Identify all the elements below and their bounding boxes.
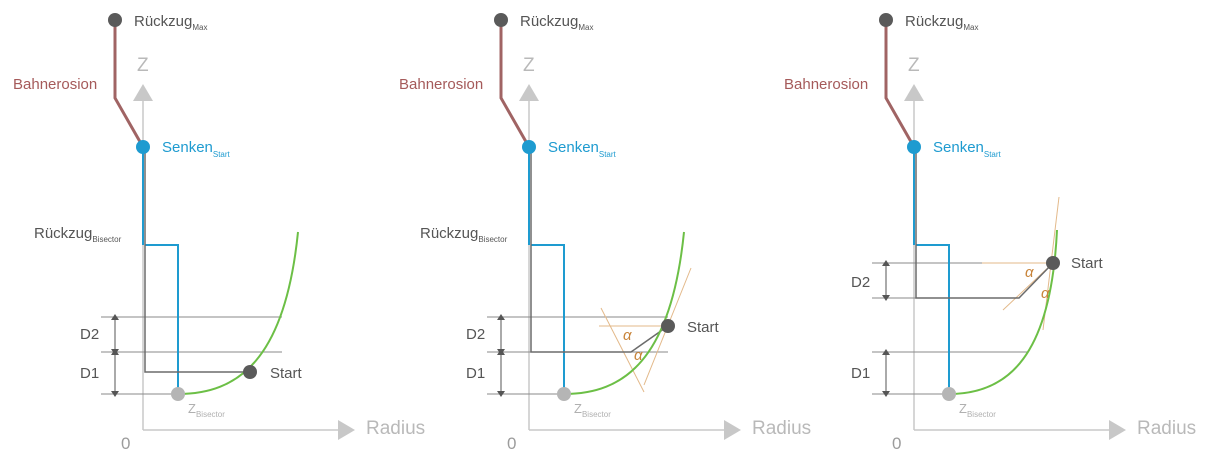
origin-label: 0: [892, 434, 901, 453]
rueckzug-max-label: RückzugMax: [134, 13, 207, 32]
radius-axis-label: Radius: [366, 418, 425, 439]
bahnerosion-label: Bahnerosion: [399, 76, 483, 93]
start-label: Start: [1071, 255, 1104, 272]
panel-2: RückzugMax Bahnerosion Z SenkenStart Rüc…: [399, 11, 811, 453]
alpha-lower-label: α: [634, 347, 643, 364]
alpha-upper-label: α: [623, 327, 632, 344]
d1-label: D1: [80, 365, 99, 382]
start-label: Start: [270, 365, 303, 382]
z-axis-label: Z: [137, 55, 149, 76]
panel-3: RückzugMax Bahnerosion Z SenkenStart D2 …: [784, 11, 1196, 453]
z-axis-label: Z: [523, 55, 535, 76]
rueckzug-max-label: RückzugMax: [905, 13, 978, 32]
panel-1: RückzugMax Bahnerosion Z SenkenStart Rüc…: [13, 11, 425, 453]
alpha-lower-label: α: [1041, 285, 1050, 302]
rueckzug-bisector-label: RückzugBisector: [420, 225, 508, 244]
z-axis-label: Z: [908, 55, 920, 76]
bahnerosion-label: Bahnerosion: [13, 76, 97, 93]
panel-2-graphics: [485, 11, 743, 442]
d2-label: D2: [80, 326, 99, 343]
radius-axis-label: Radius: [752, 418, 811, 439]
d1-label: D1: [851, 365, 870, 382]
panel-1-graphics: [99, 11, 357, 442]
d1-label: D1: [466, 365, 485, 382]
d2-label: D2: [466, 326, 485, 343]
z-bisector-label: ZBisector: [188, 401, 225, 419]
alpha-upper-label: α: [1025, 264, 1034, 281]
radius-axis-label: Radius: [1137, 418, 1196, 439]
origin-label: 0: [121, 434, 130, 453]
senken-start-label: SenkenStart: [548, 139, 617, 159]
senken-start-label: SenkenStart: [933, 139, 1002, 159]
rueckzug-max-label: RückzugMax: [520, 13, 593, 32]
d2-label: D2: [851, 274, 870, 291]
panel-3-graphics: [870, 11, 1128, 442]
z-bisector-label: ZBisector: [574, 401, 611, 419]
start-label: Start: [687, 319, 720, 336]
z-bisector-label: ZBisector: [959, 401, 996, 419]
rueckzug-bisector-label: RückzugBisector: [34, 225, 122, 244]
origin-label: 0: [507, 434, 516, 453]
senken-start-label: SenkenStart: [162, 139, 231, 159]
bahnerosion-label: Bahnerosion: [784, 76, 868, 93]
